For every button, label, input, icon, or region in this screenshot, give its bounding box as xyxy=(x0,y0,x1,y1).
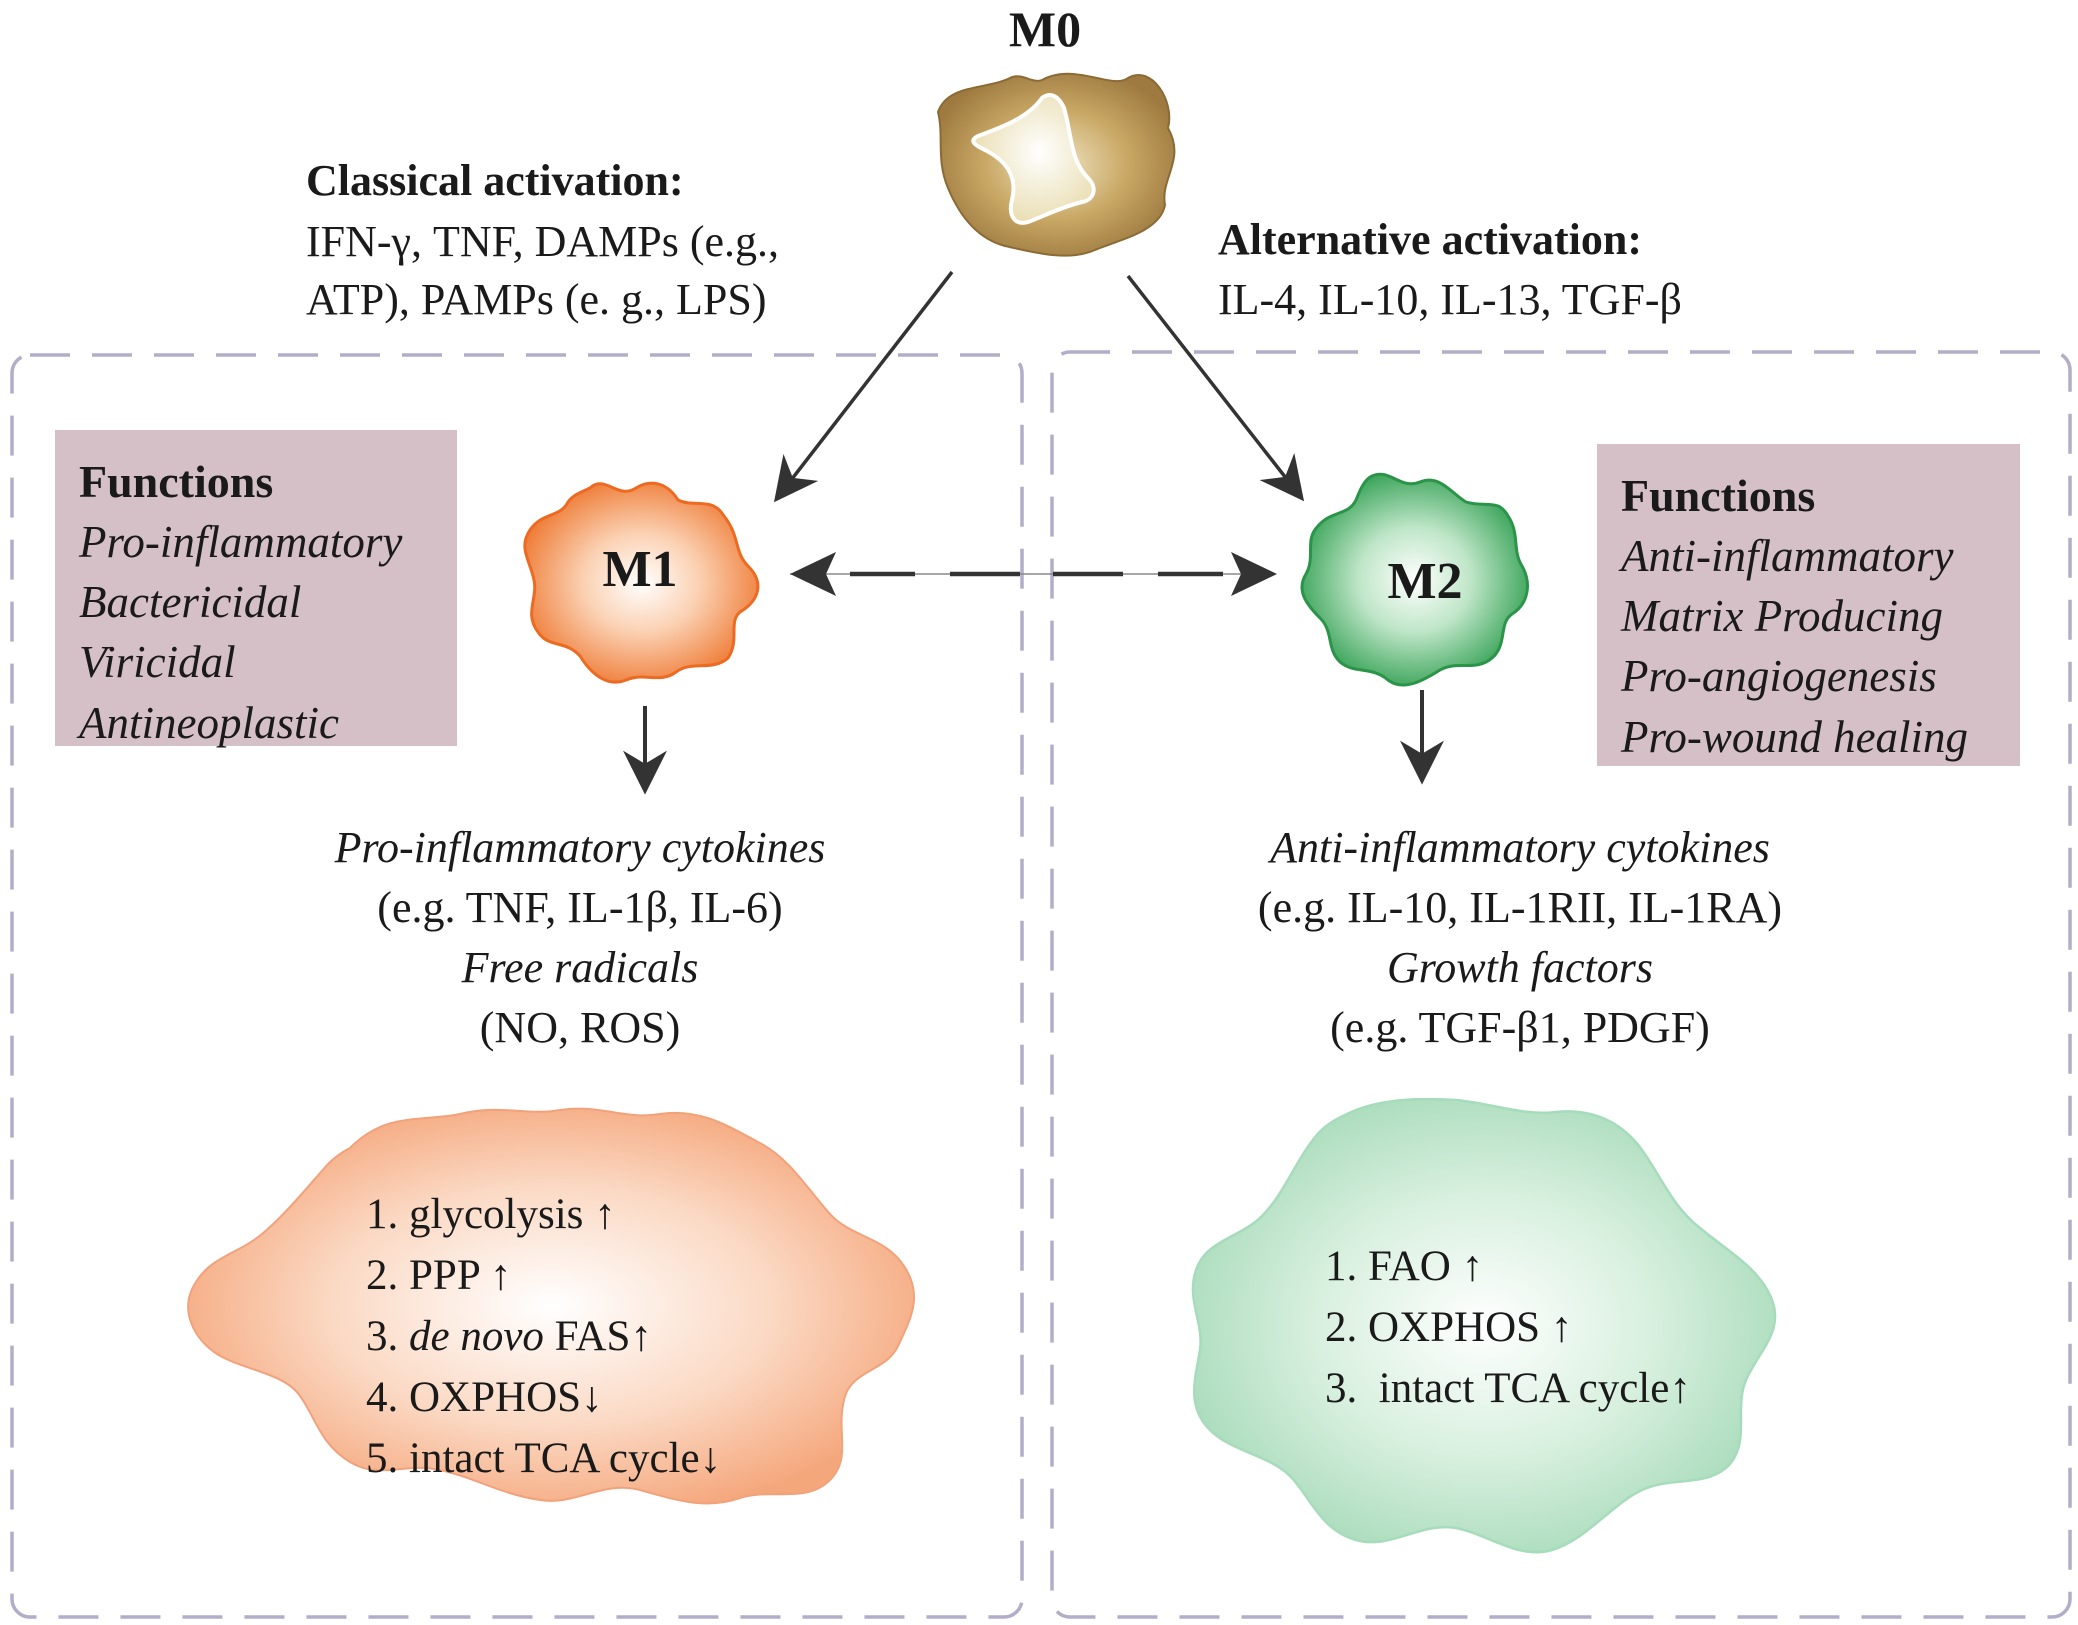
m2-metabolism-blob xyxy=(1191,1097,1777,1554)
m2-function-item: Anti-inflammatory xyxy=(1621,530,1954,581)
classical-activation-line-1: IFN-γ, TNF, DAMPs (e.g., xyxy=(306,217,780,266)
m2-metabolism-item: 2. OXPHOS ↑ xyxy=(1325,1304,1573,1352)
m1-function-item: Antineoplastic xyxy=(79,697,339,748)
m1-metabolism-item: 1. glycolysis ↑ xyxy=(366,1191,616,1238)
m2-panel-border xyxy=(1050,350,2072,1619)
m1-product-line-2: (e.g. TNF, IL-1β, IL-6) xyxy=(377,883,783,932)
m1-product-line-3: Free radicals xyxy=(461,943,699,992)
m1-panel-border xyxy=(10,353,1024,1619)
m1-metabolism-blob xyxy=(187,1107,915,1505)
m1-function-item: Bactericidal xyxy=(79,577,302,628)
m1-metabolism-item: 3. de novo FAS↑ xyxy=(366,1313,652,1361)
alternative-activation-title: Alternative activation: xyxy=(1218,215,1642,264)
m2-product-line-4: (e.g. TGF-β1, PDGF) xyxy=(1330,1003,1710,1052)
m1-metabolism-list: 1. glycolysis ↑ 2. PPP ↑ 3. de novo FAS↑… xyxy=(366,1184,721,1489)
classical-activation-title: Classical activation: xyxy=(306,156,684,205)
m2-product-line-1: Anti-inflammatory cytokines xyxy=(1270,823,1770,872)
m1-metabolism-item: 5. intact TCA cycle↓ xyxy=(366,1435,722,1483)
m1-m2-arrowhead-right xyxy=(1231,552,1277,596)
m2-function-item: Matrix Producing xyxy=(1621,591,1944,642)
m1-functions-box: Functions Pro-inflammatory Bactericidal … xyxy=(55,430,457,748)
m1-function-item: Viricidal xyxy=(79,637,236,688)
m2-metabolism-item: 1. FAO ↑ xyxy=(1325,1243,1484,1290)
m2-functions-box: Functions Anti-inflammatory Matrix Produ… xyxy=(1597,444,2020,766)
m1-function-item: Pro-inflammatory xyxy=(79,516,403,567)
alternative-activation-arrow xyxy=(1126,274,1305,502)
m0-label: M0 xyxy=(1008,1,1082,57)
m2-metabolism-list: 1. FAO ↑ 2. OXPHOS ↑ 3. intact TCA cycle… xyxy=(1325,1236,1691,1419)
classical-activation-arrow xyxy=(773,270,954,503)
m1-label: M1 xyxy=(602,541,678,598)
m1-product-line-1: Pro-inflammatory cytokines xyxy=(334,823,826,872)
alternative-activation-line-1: IL-4, IL-10, IL-13, TGF-β xyxy=(1218,275,1682,324)
m0-nucleus xyxy=(971,93,1096,225)
m1-m2-arrowhead-left xyxy=(790,552,836,596)
m2-product-line-3: Growth factors xyxy=(1386,943,1654,992)
m1-functions-title: Functions xyxy=(79,456,274,507)
m1-metabolism-item: 2. PPP ↑ xyxy=(366,1252,512,1300)
m2-function-item: Pro-angiogenesis xyxy=(1621,651,1937,702)
m1-product-line-4: (NO, ROS) xyxy=(479,1003,681,1052)
m2-cell xyxy=(1300,472,1529,687)
m1-cell xyxy=(523,481,760,684)
m2-metabolism-item: 3. intact TCA cycle↑ xyxy=(1325,1365,1691,1413)
classical-activation-line-2: ATP), PAMPs (e. g., LPS) xyxy=(306,275,767,324)
m2-product-line-2: (e.g. IL-10, IL-1RII, IL-1RA) xyxy=(1257,883,1783,932)
m2-label: M2 xyxy=(1387,553,1463,610)
m2-function-item: Pro-wound healing xyxy=(1621,711,1969,762)
m1-metabolism-item: 4. OXPHOS↓ xyxy=(366,1374,603,1422)
m2-functions-title: Functions xyxy=(1621,470,1816,521)
